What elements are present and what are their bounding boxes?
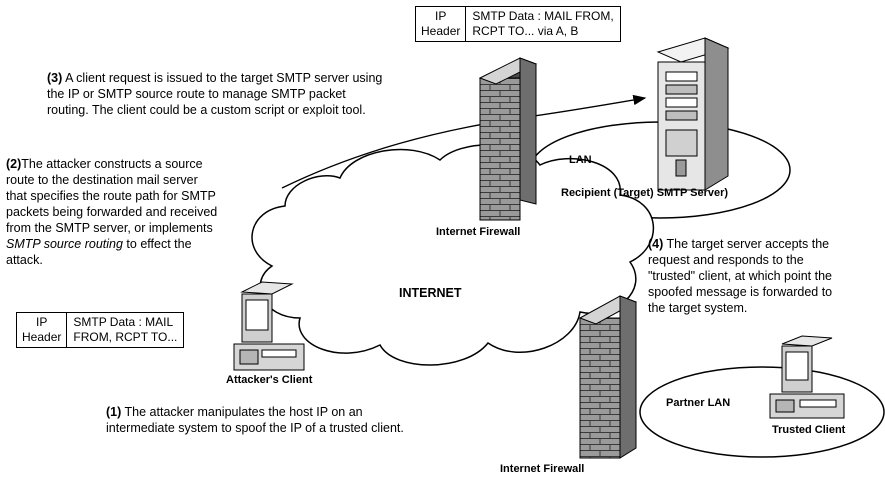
recipient-label: Recipient (Target) SMTP Server) [561,187,729,199]
attacker-computer [233,281,305,371]
top-packet-header: IP Header [416,7,467,41]
firewall-top [478,57,538,221]
firewall-top-label: Internet Firewall [436,226,521,238]
trusted-label: Trusted Client [772,424,846,436]
left-packet-body: SMTP Data : MAIL FROM, RCPT TO... [73,315,178,344]
top-packet-body: SMTP Data : MAIL FROM, RCPT TO... via A,… [472,9,614,38]
step4-text: (4) The target server accepts the reques… [648,237,833,315]
step2-text: (2)The attacker constructs a source rout… [6,157,218,267]
top-packet: IP Header SMTP Data : MAIL FROM, RCPT TO… [415,6,621,42]
step3-text: (3) A client request is issued to the ta… [47,71,383,117]
left-packet: IP Header SMTP Data : MAIL FROM, RCPT TO… [16,312,185,348]
firewall-bottom [578,295,638,459]
partner-lan-ellipse [639,366,885,458]
attacker-label: Attacker's Client [226,374,313,386]
trusted-computer [769,335,845,419]
left-packet-header: IP Header [17,313,68,347]
firewall-bottom-label: Internet Firewall [500,463,585,475]
smtp-server [656,37,730,191]
lan-label: LAN [569,154,592,166]
step1-text: (1) The attacker manipulates the host IP… [106,405,404,435]
partner-lan-label: Partner LAN [666,397,731,409]
internet-label: INTERNET [399,286,462,300]
